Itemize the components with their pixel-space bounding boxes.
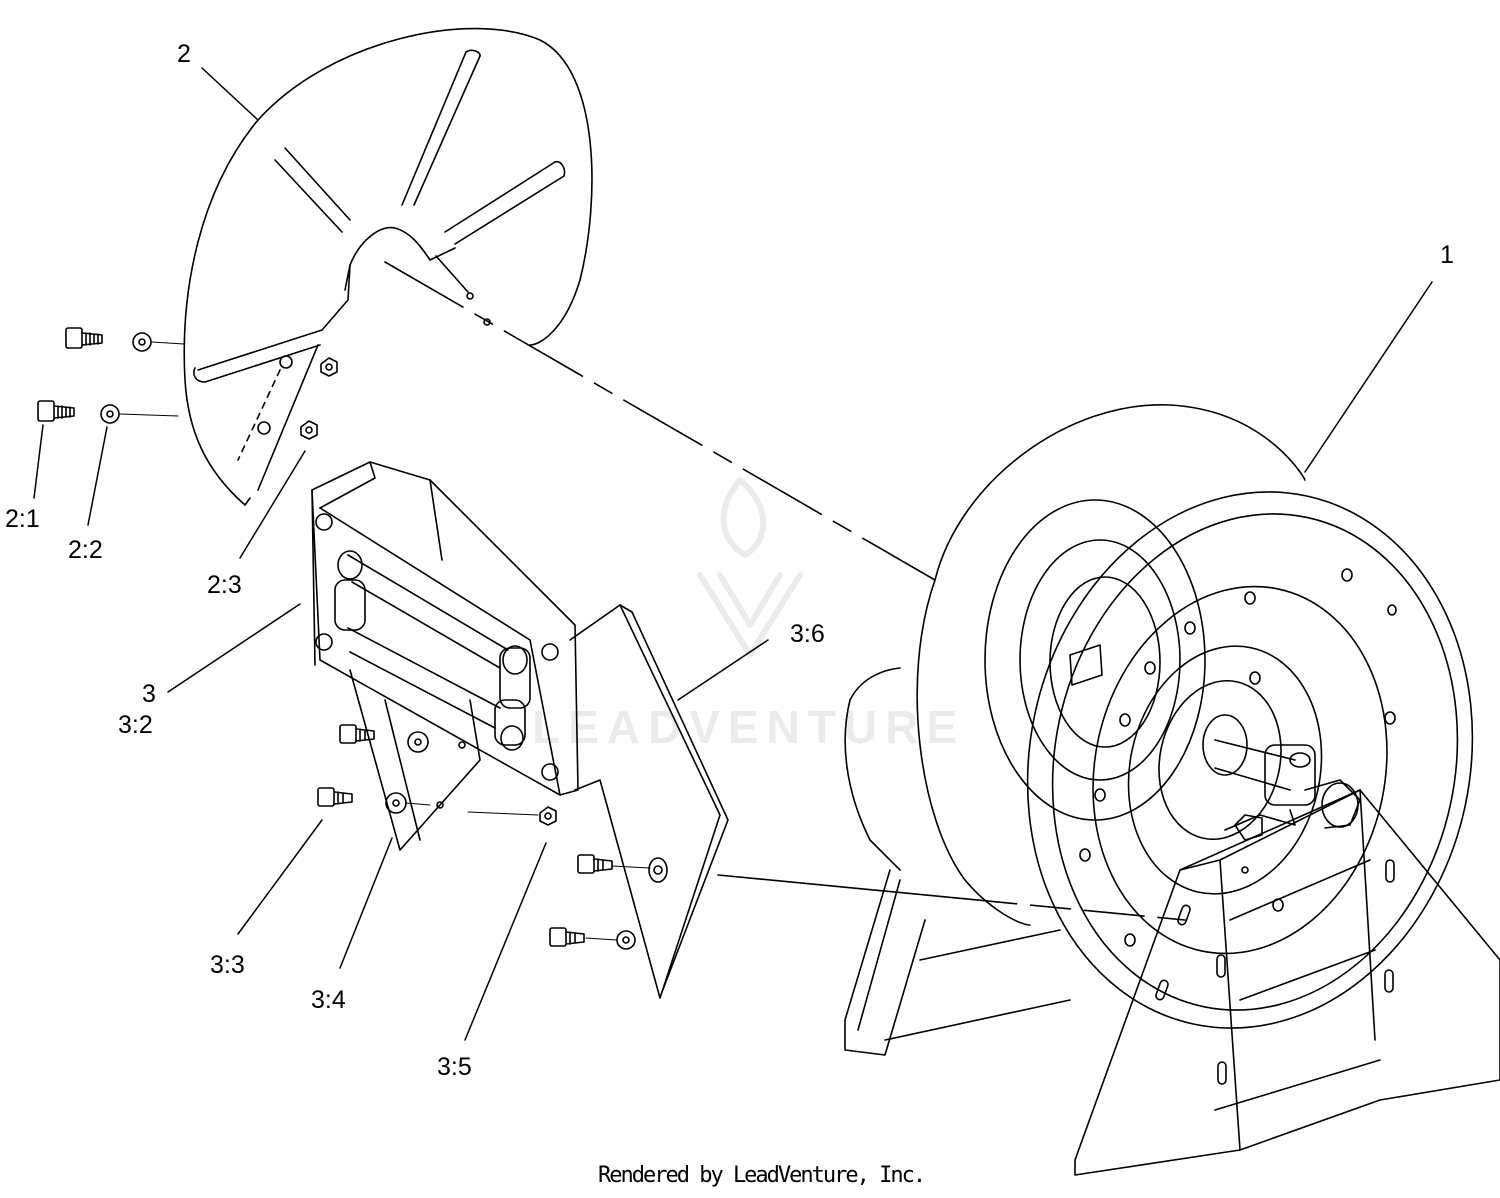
callout-part-2-3: 2:3 [207, 571, 242, 599]
part-3-6-side-plate [569, 604, 729, 999]
callout-part-2-1: 2:1 [5, 505, 40, 533]
part-2-3-nut [300, 357, 338, 440]
callout-part-3-2: 3:2 [118, 711, 153, 739]
callout-part-3: 3 [142, 680, 156, 708]
callout-part-2: 2 [177, 40, 191, 68]
part-3-3-bolt [317, 724, 613, 947]
callout-part-3-6: 3:6 [790, 620, 825, 648]
part-2-2-washer [100, 332, 185, 424]
callout-part-1: 1 [1440, 241, 1454, 269]
part-2-1-bolt [37, 327, 103, 422]
part-3-4-washer [385, 731, 651, 950]
leader-lines [33, 67, 1433, 1041]
watermark-logo-icon [697, 477, 803, 658]
part-2-reel-disc [183, 27, 593, 506]
part-3-5-nut [467, 806, 557, 826]
callout-part-3-4: 3:4 [311, 986, 346, 1014]
callout-part-2-2: 2:2 [68, 536, 103, 564]
part-1-hose-reel-assembly [844, 404, 1500, 1176]
render-credit: Rendered by LeadVenture, Inc. [598, 1163, 926, 1188]
callout-part-3-5: 3:5 [437, 1053, 472, 1081]
callout-part-3-3: 3:3 [210, 951, 245, 979]
part-3-mounting-bracket [311, 461, 579, 851]
watermark: LEADVENTURE [532, 701, 966, 753]
assembly-lines [384, 261, 1186, 921]
alignment-line [237, 369, 281, 461]
